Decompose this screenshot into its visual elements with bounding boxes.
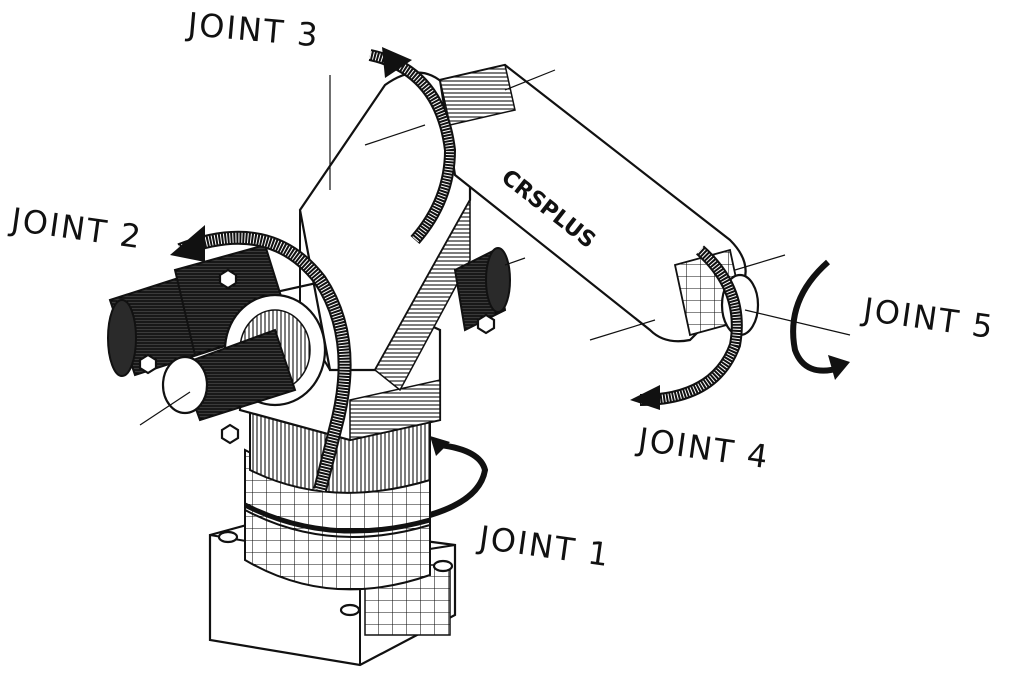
label-joint1: JOINT 1 — [475, 518, 613, 574]
label-joint2: JOINT 2 — [7, 200, 145, 256]
label-joint3: JOINT 3 — [184, 5, 321, 55]
shoulder-axle — [107, 243, 526, 445]
label-joint4: JOINT 4 — [634, 420, 772, 476]
upper-arm — [298, 71, 472, 392]
forearm: CRSPLUS — [438, 63, 747, 343]
label-joint5: JOINT 5 — [859, 290, 997, 346]
joint-arrows — [170, 47, 850, 518]
